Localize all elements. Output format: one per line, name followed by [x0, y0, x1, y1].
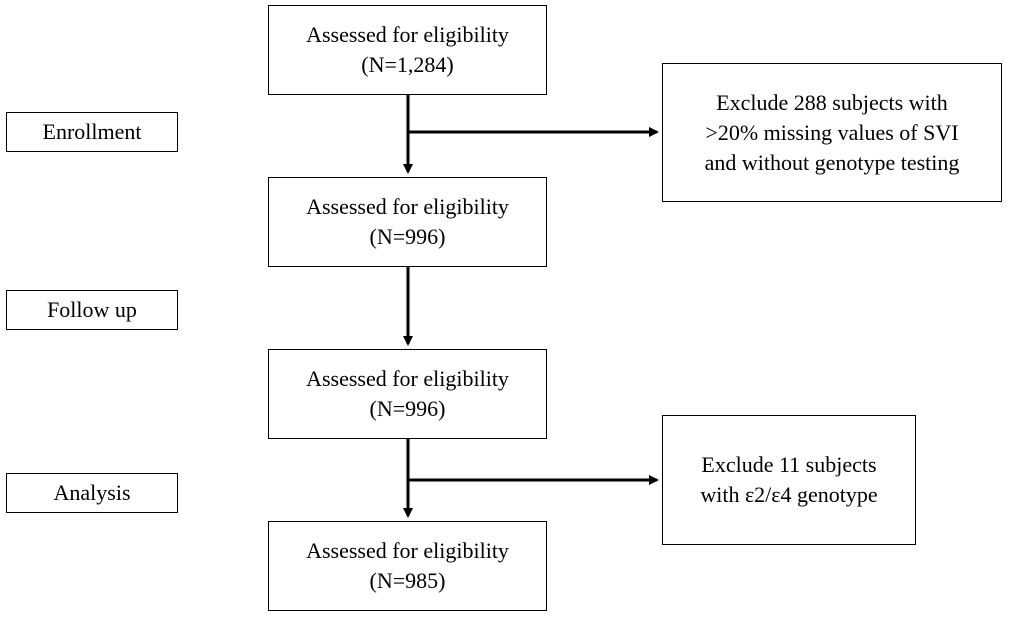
exclusion-box-2-line2: with ε2/ε4 genotype	[700, 482, 878, 507]
flow-box-2: Assessed for eligibility (N=996)	[268, 177, 547, 267]
flow-box-4: Assessed for eligibility (N=985)	[268, 521, 547, 611]
exclusion-box-1: Exclude 288 subjects with >20% missing v…	[662, 63, 1002, 202]
exclusion-box-2: Exclude 11 subjects with ε2/ε4 genotype	[662, 415, 916, 545]
flow-box-4-line2: (N=985)	[369, 568, 446, 593]
flow-box-1-line1: Assessed for eligibility	[306, 22, 509, 47]
flow-box-1: Assessed for eligibility (N=1,284)	[268, 5, 547, 95]
stage-analysis-label: Analysis	[53, 480, 131, 505]
stage-follow-up-label: Follow up	[47, 297, 137, 322]
flow-box-3: Assessed for eligibility (N=996)	[268, 349, 547, 439]
flow-box-3-line1: Assessed for eligibility	[306, 366, 509, 391]
flow-box-3-line2: (N=996)	[369, 396, 446, 421]
stage-enrollment-label: Enrollment	[42, 119, 142, 144]
flow-box-2-line1: Assessed for eligibility	[306, 194, 509, 219]
exclusion-box-2-line1: Exclude 11 subjects	[701, 452, 877, 477]
flow-box-4-line1: Assessed for eligibility	[306, 538, 509, 563]
flow-box-1-line2: (N=1,284)	[361, 52, 454, 77]
exclusion-box-1-line2: >20% missing values of SVI	[705, 119, 959, 145]
stage-follow-up: Follow up	[6, 290, 178, 330]
stage-analysis: Analysis	[6, 473, 178, 513]
flow-box-2-line2: (N=996)	[369, 224, 446, 249]
stage-enrollment: Enrollment	[6, 112, 178, 152]
exclusion-box-1-line3: and without genotype testing	[704, 149, 960, 175]
exclusion-box-1-line1: Exclude 288 subjects with	[716, 89, 948, 115]
